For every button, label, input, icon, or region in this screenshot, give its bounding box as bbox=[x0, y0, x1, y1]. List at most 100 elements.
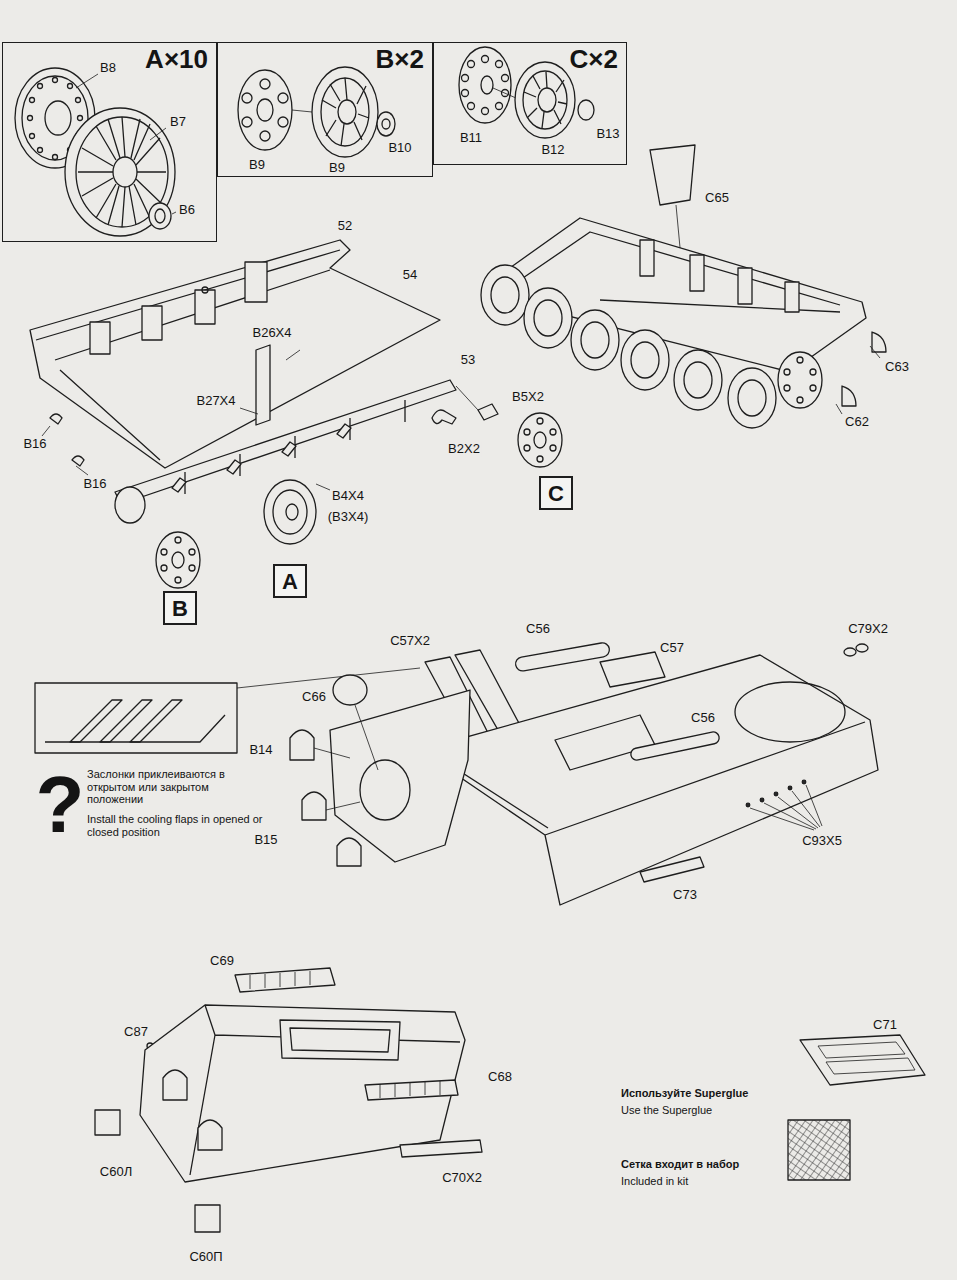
assembled-hull bbox=[520, 232, 840, 312]
suspension bbox=[432, 410, 456, 424]
part-number: C60П bbox=[188, 1250, 223, 1265]
assembled-hull bbox=[797, 357, 803, 363]
idler-wheel bbox=[321, 78, 369, 146]
tag-letter: C bbox=[541, 481, 571, 506]
road-wheel bbox=[53, 155, 58, 160]
part-number: B12 bbox=[540, 143, 565, 158]
upper-hull bbox=[640, 857, 704, 882]
engine-deck bbox=[788, 1120, 850, 1180]
assembled-hull bbox=[784, 385, 790, 391]
drive-wheel bbox=[502, 75, 509, 82]
upper-hull bbox=[514, 642, 610, 672]
part-number: B16 bbox=[22, 437, 47, 452]
assembly-tag: A bbox=[273, 564, 307, 598]
upper-hull bbox=[355, 705, 378, 770]
upper-hull bbox=[70, 700, 182, 742]
part-number: C79X2 bbox=[847, 622, 889, 637]
part-number: B16 bbox=[82, 477, 107, 492]
upper-hull bbox=[337, 838, 361, 866]
suspension bbox=[550, 429, 556, 435]
part-number: 53 bbox=[460, 353, 476, 368]
upper-hull bbox=[746, 803, 750, 807]
upper-hull bbox=[630, 731, 721, 761]
part-number: B6 bbox=[178, 203, 196, 218]
engine-deck bbox=[400, 1140, 482, 1157]
engine-deck bbox=[280, 1020, 400, 1060]
lower-hull bbox=[30, 240, 440, 475]
part-number: B8 bbox=[99, 61, 117, 76]
upper-hull bbox=[420, 655, 878, 905]
idler-wheel bbox=[260, 79, 270, 89]
lower-hull bbox=[42, 426, 50, 436]
part-number: C68 bbox=[487, 1070, 513, 1085]
suspension bbox=[550, 445, 556, 451]
assembled-hull bbox=[571, 310, 619, 370]
upper-hull bbox=[844, 648, 856, 656]
part-number: C57 bbox=[659, 641, 685, 656]
road-wheel bbox=[150, 128, 166, 140]
part-number: B7 bbox=[169, 115, 187, 130]
lower-hull bbox=[90, 322, 110, 354]
road-wheel bbox=[38, 84, 43, 89]
road-wheel bbox=[149, 203, 171, 229]
drive-wheel bbox=[515, 62, 575, 138]
lower-hull bbox=[142, 306, 162, 340]
engine-deck bbox=[365, 1080, 458, 1100]
part-number: ? bbox=[35, 765, 86, 845]
part-number: B9 bbox=[328, 161, 346, 176]
note-text: Используйте Superglue bbox=[620, 1087, 822, 1100]
assembled-hull bbox=[836, 404, 842, 414]
part-number: C71 bbox=[872, 1018, 898, 1033]
suspension bbox=[189, 549, 195, 555]
assembled-hull bbox=[631, 342, 659, 378]
assembled-hull bbox=[797, 397, 803, 403]
idler-wheel bbox=[382, 119, 390, 129]
suspension bbox=[537, 418, 543, 424]
assembled-hull bbox=[640, 240, 654, 276]
upper-hull bbox=[600, 652, 665, 687]
suspension bbox=[273, 490, 307, 534]
lower-hull bbox=[195, 290, 215, 324]
panel-heading: B×2 bbox=[376, 45, 424, 75]
engine-deck bbox=[195, 1205, 220, 1232]
engine-deck bbox=[198, 1120, 222, 1150]
upper-hull bbox=[302, 792, 326, 820]
idler-wheel bbox=[242, 117, 252, 127]
lower-hull bbox=[50, 414, 84, 466]
tag-letter: B bbox=[165, 596, 195, 621]
suspension bbox=[175, 577, 181, 583]
assembled-hull bbox=[684, 362, 712, 398]
upper-hull bbox=[360, 760, 410, 820]
upper-hull bbox=[290, 730, 314, 760]
suspension bbox=[172, 424, 351, 492]
suspension bbox=[524, 445, 530, 451]
idler-wheel bbox=[278, 117, 288, 127]
idler-wheel bbox=[242, 93, 252, 103]
idler-wheel bbox=[238, 70, 292, 150]
drive-wheel bbox=[468, 61, 475, 68]
part-number: C73 bbox=[672, 888, 698, 903]
upper-hull bbox=[802, 780, 806, 784]
engine-deck bbox=[163, 1070, 187, 1100]
road-wheel bbox=[172, 212, 176, 214]
part-number: C70X2 bbox=[441, 1171, 483, 1186]
lower-hull bbox=[256, 345, 270, 425]
suspension bbox=[264, 480, 316, 544]
road-wheel bbox=[78, 116, 83, 121]
suspension bbox=[161, 549, 167, 555]
part-number: B10 bbox=[387, 141, 412, 156]
road-wheel bbox=[53, 78, 58, 83]
engine-deck bbox=[95, 1110, 120, 1135]
idler-wheel bbox=[238, 67, 395, 157]
upper-hull bbox=[45, 715, 225, 742]
assembled-hull bbox=[481, 145, 886, 428]
suspension bbox=[316, 484, 330, 490]
part-number: C62 bbox=[844, 415, 870, 430]
road-wheel bbox=[28, 116, 33, 121]
idler-wheel bbox=[278, 93, 288, 103]
note-text: Install the cooling flaps in opened or c… bbox=[86, 813, 266, 838]
part-number: C69 bbox=[209, 954, 235, 969]
suspension bbox=[518, 413, 562, 467]
